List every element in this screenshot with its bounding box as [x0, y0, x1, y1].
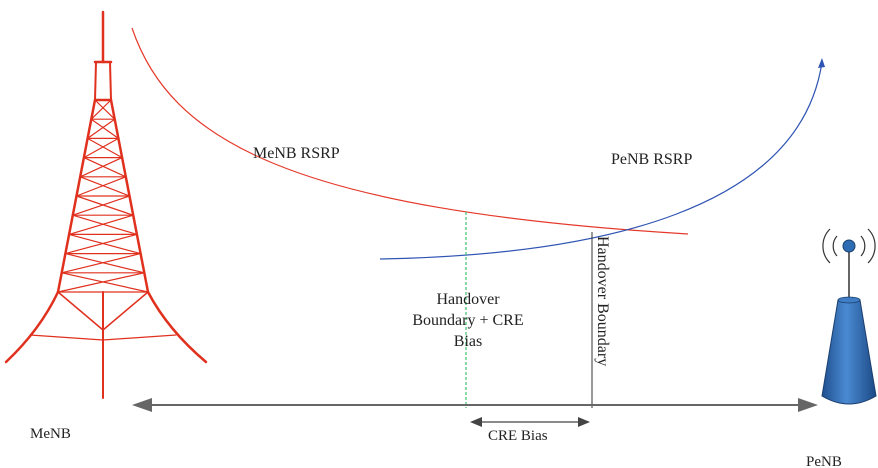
menb-rsrp-label: MeNB RSRP: [253, 145, 340, 162]
tower-brace: [75, 176, 127, 197]
tower-brace: [79, 176, 131, 197]
tower-brace: [79, 157, 123, 178]
penb-station-icon: [821, 228, 877, 405]
distance-axis: [132, 398, 818, 412]
penb-antenna-tip: [842, 239, 856, 253]
tower-brace: [90, 99, 112, 120]
handover-boundary-label: Handover Boundary: [594, 236, 611, 366]
tower-brace: [83, 157, 127, 178]
penb-label: PeNB: [806, 454, 842, 468]
penb-curve-arrowhead: [818, 58, 825, 68]
tower-brace: [72, 195, 131, 216]
penb-rsrp-label: PeNB RSRP: [611, 151, 692, 168]
menb-label: MeNB: [30, 426, 71, 442]
tower-brace: [61, 272, 149, 293]
tower-brace: [68, 233, 142, 255]
tower-brace: [57, 272, 145, 293]
tower-brace: [83, 137, 120, 159]
cre-boundary-label-line3: Bias: [454, 333, 482, 350]
tower-brace: [64, 253, 145, 274]
cre-boundary-label-line2: Boundary + CRE: [412, 312, 523, 329]
cre-bias-arrow: [470, 417, 590, 427]
penb-rsrp-curve: [379, 61, 823, 260]
tower-brace: [61, 253, 142, 274]
menb-tower-icon: [4, 10, 208, 399]
tower-brace: [68, 214, 134, 235]
tower-brace: [64, 233, 138, 255]
cre-bias-label: CRE Bias: [488, 428, 548, 444]
menb-rsrp-curve: [131, 27, 689, 235]
tower-brace: [72, 214, 138, 235]
tower-brace: [86, 118, 116, 139]
tower-brace: [86, 137, 123, 159]
signal-waves-icon: [822, 228, 876, 264]
tower-brace: [94, 99, 116, 120]
tower-brace: [75, 195, 134, 216]
tower-brace: [90, 118, 120, 139]
penb-cone-body: [821, 299, 877, 405]
cre-boundary-label-line1: Handover: [436, 291, 500, 308]
